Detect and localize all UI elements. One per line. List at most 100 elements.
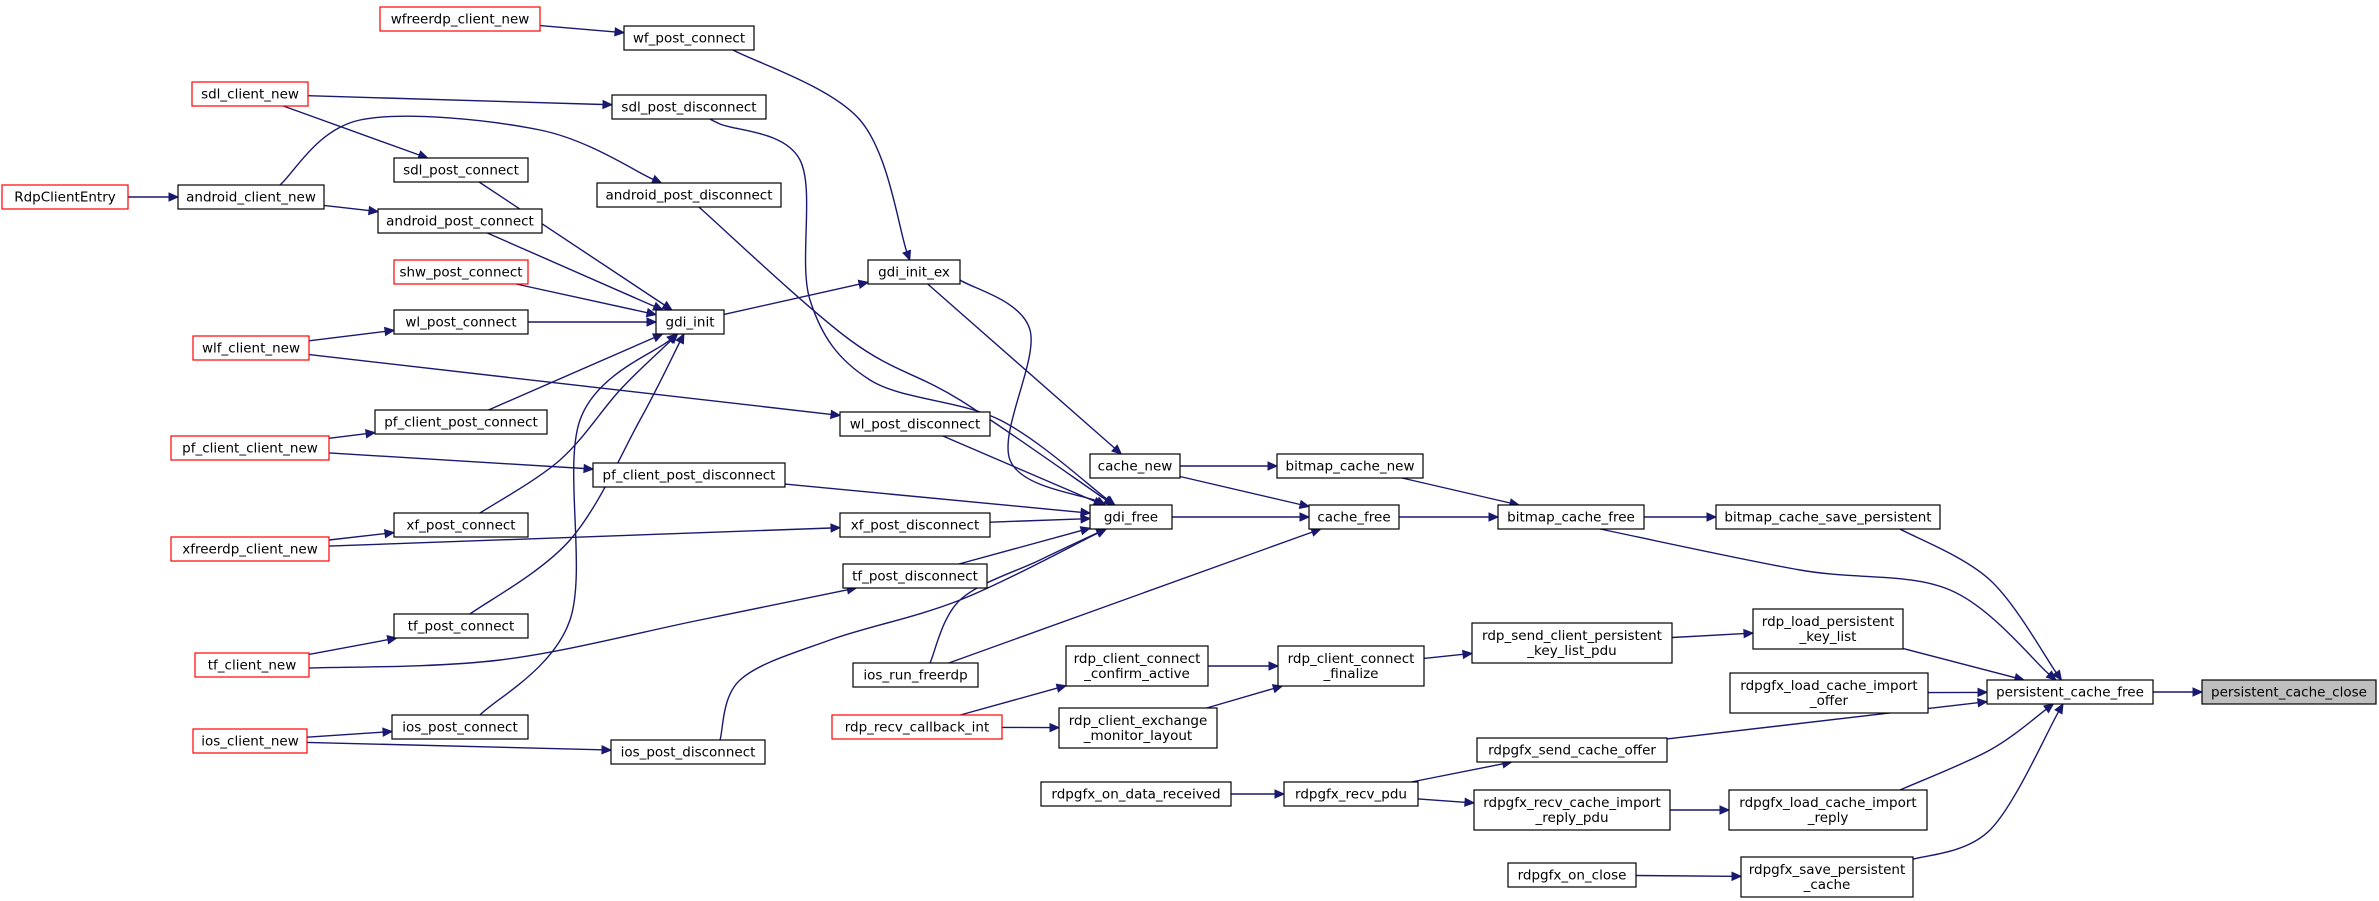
- node-ios-post-disconnect[interactable]: ios_post_disconnect: [610, 739, 766, 765]
- node-box: [1089, 453, 1181, 479]
- node-sdl-post-connect[interactable]: sdl_post_connect: [393, 157, 529, 183]
- arrowhead: [830, 523, 842, 533]
- edge-line: [306, 741, 603, 751]
- edge-bitmap-cache-new-to-bitmap-cache-free: [1401, 477, 1521, 508]
- node-label: _confirm_active: [1083, 666, 1190, 682]
- node-pf-client-client-new[interactable]: pf_client_client_new: [170, 435, 330, 461]
- node-label: pf_client_client_new: [182, 441, 318, 457]
- edge-xfreerdp-client-new-to-xf-post-disconnect: [328, 523, 842, 547]
- node-wl-post-connect[interactable]: wl_post_connect: [393, 309, 529, 335]
- arrowhead: [646, 317, 658, 327]
- node-rdp-client-connect-finalize[interactable]: rdp_client_connect_finalize: [1277, 645, 1425, 687]
- node-rdpgfx-recv-pdu[interactable]: rdpgfx_recv_pdu: [1283, 781, 1419, 807]
- edge-gdi-init-ex-to-gdi-free: [954, 275, 1107, 506]
- node-box: [2201, 679, 2377, 705]
- node-wf-post-connect[interactable]: wf_post_connect: [623, 25, 755, 51]
- arrowhead: [1462, 649, 1474, 660]
- node-pf-client-post-disconnect[interactable]: pf_client_post_disconnect: [592, 462, 786, 488]
- node-box: [1507, 862, 1637, 888]
- node-label: rdpgfx_load_cache_import: [1740, 678, 1917, 694]
- node-tf-client-new[interactable]: tf_client_new: [194, 652, 310, 678]
- node-label: bitmap_cache_new: [1286, 459, 1415, 475]
- node-persistent-cache-close[interactable]: persistent_cache_close: [2201, 679, 2377, 705]
- edge-wlf-client-new-to-wl-post-disconnect: [308, 353, 842, 420]
- node-rdpgfx-save-persistent-cache[interactable]: rdpgfx_save_persistent_cache: [1740, 856, 1914, 898]
- edge-rdp-client-exchange-monitor-layout-to-rdp-client-connect-finalize: [1206, 684, 1284, 709]
- edge-line: [478, 181, 665, 306]
- node-box: [1276, 453, 1424, 479]
- node-xf-post-connect[interactable]: xf_post_connect: [393, 512, 529, 538]
- node-sdl-post-disconnect[interactable]: sdl_post_disconnect: [611, 94, 767, 120]
- node-rdpgfx-load-cache-import-reply[interactable]: rdpgfx_load_cache_import_reply: [1728, 789, 1928, 831]
- node-rdp-client-connect-confirm-active[interactable]: rdp_client_connect_confirm_active: [1065, 645, 1209, 687]
- node-android-client-new[interactable]: android_client_new: [177, 184, 325, 210]
- node-label: sdl_post_connect: [403, 163, 519, 179]
- edge-line: [1417, 798, 1466, 803]
- node-wlf-client-new[interactable]: wlf_client_new: [192, 335, 310, 361]
- node-box: [842, 563, 988, 589]
- node-label: rdpgfx_save_persistent: [1749, 862, 1906, 878]
- node-rdpgfx-on-close[interactable]: rdpgfx_on_close: [1507, 862, 1637, 888]
- node-rdpcliententry[interactable]: RdpClientEntry: [1, 184, 129, 210]
- node-rdp-send-client-persistent-key-list-pdu[interactable]: rdp_send_client_persistent_key_list_pdu: [1471, 622, 1673, 664]
- node-bitmap-cache-new[interactable]: bitmap_cache_new: [1276, 453, 1424, 479]
- arrowhead: [1977, 697, 1989, 708]
- edge-pf-client-client-new-to-pf-client-post-connect: [328, 428, 377, 439]
- node-rdp-load-persistent-key-list[interactable]: rdp_load_persistent_key_list: [1752, 608, 1904, 650]
- node-bitmap-cache-free[interactable]: bitmap_cache_free: [1497, 504, 1645, 530]
- node-android-post-disconnect[interactable]: android_post_disconnect: [596, 182, 782, 208]
- node-gdi-free[interactable]: gdi_free: [1089, 504, 1173, 530]
- node-tf-post-disconnect[interactable]: tf_post_disconnect: [842, 563, 988, 589]
- node-cache-new[interactable]: cache_new: [1089, 453, 1181, 479]
- arrowhead: [830, 409, 842, 420]
- edge-rdpgfx-load-cache-import-offer-to-persistent-cache-free: [1927, 687, 1989, 698]
- node-label: _reply: [1807, 810, 1849, 826]
- node-rdp-recv-callback-int[interactable]: rdp_recv_callback_int: [831, 714, 1003, 740]
- edge-line: [306, 731, 384, 738]
- arrowhead: [368, 205, 380, 216]
- node-rdpgfx-on-data-received[interactable]: rdpgfx_on_data_received: [1040, 781, 1232, 807]
- edge-line: [723, 283, 860, 316]
- node-rdpgfx-send-cache-offer[interactable]: rdpgfx_send_cache_offer: [1476, 737, 1668, 763]
- edge-rdpgfx-recv-pdu-to-rdpgfx-send-cache-offer: [1411, 759, 1513, 783]
- node-rdpgfx-load-cache-import-offer[interactable]: rdpgfx_load_cache_import_offer: [1729, 672, 1929, 714]
- node-rdp-client-exchange-monitor-layout[interactable]: rdp_client_exchange_monitor_layout: [1058, 707, 1218, 749]
- node-persistent-cache-free[interactable]: persistent_cache_free: [1986, 679, 2154, 705]
- node-box: [1728, 789, 1928, 831]
- edge-sdl-client-new-to-sdl-post-disconnect: [307, 95, 614, 110]
- node-wl-post-disconnect[interactable]: wl_post_disconnect: [839, 411, 991, 437]
- node-bitmap-cache-save-persistent[interactable]: bitmap_cache_save_persistent: [1715, 504, 1941, 530]
- node-xfreerdp-client-new[interactable]: xfreerdp_client_new: [170, 536, 330, 562]
- node-label: RdpClientEntry: [14, 190, 116, 206]
- edge-pf-client-post-disconnect-to-gdi-free: [784, 483, 1092, 517]
- arrowhead: [1080, 514, 1092, 524]
- edge-gdi-free-to-cache-free: [1172, 512, 1311, 522]
- edge-rdpgfx-save-persistent-cache-to-persistent-cache-free: [1904, 702, 2064, 863]
- node-gdi-init[interactable]: gdi_init: [655, 309, 725, 335]
- arrowhead: [2042, 703, 2055, 714]
- edge-line: [989, 518, 1082, 523]
- arrowhead: [1731, 871, 1743, 882]
- node-label: rdp_load_persistent: [1762, 614, 1895, 630]
- node-ios-client-new[interactable]: ios_client_new: [192, 728, 308, 754]
- node-pf-client-post-connect[interactable]: pf_client_post_connect: [374, 409, 548, 435]
- arrowhead: [1488, 512, 1500, 522]
- node-xf-post-disconnect[interactable]: xf_post_disconnect: [839, 512, 991, 538]
- node-shw-post-connect[interactable]: shw_post_connect: [393, 259, 529, 285]
- node-rdpgfx-recv-cache-import-reply-pdu[interactable]: rdpgfx_recv_cache_import_reply_pdu: [1473, 789, 1671, 831]
- node-tf-post-connect[interactable]: tf_post_connect: [393, 613, 529, 639]
- node-ios-run-freerdp[interactable]: ios_run_freerdp: [852, 662, 979, 688]
- node-sdl-client-new[interactable]: sdl_client_new: [191, 81, 309, 107]
- node-gdi-init-ex[interactable]: gdi_init_ex: [867, 259, 961, 285]
- node-box: [170, 435, 330, 461]
- node-box: [194, 652, 310, 678]
- arrowhead: [1298, 499, 1311, 510]
- node-wfreerdp-client-new[interactable]: wfreerdp_client_new: [379, 6, 541, 32]
- node-box: [1283, 781, 1419, 807]
- node-android-post-connect[interactable]: android_post_connect: [377, 208, 543, 234]
- node-ios-post-connect[interactable]: ios_post_connect: [391, 714, 529, 740]
- arrowhead: [168, 192, 180, 202]
- node-label: _finalize: [1323, 666, 1379, 682]
- node-cache-free[interactable]: cache_free: [1308, 504, 1400, 530]
